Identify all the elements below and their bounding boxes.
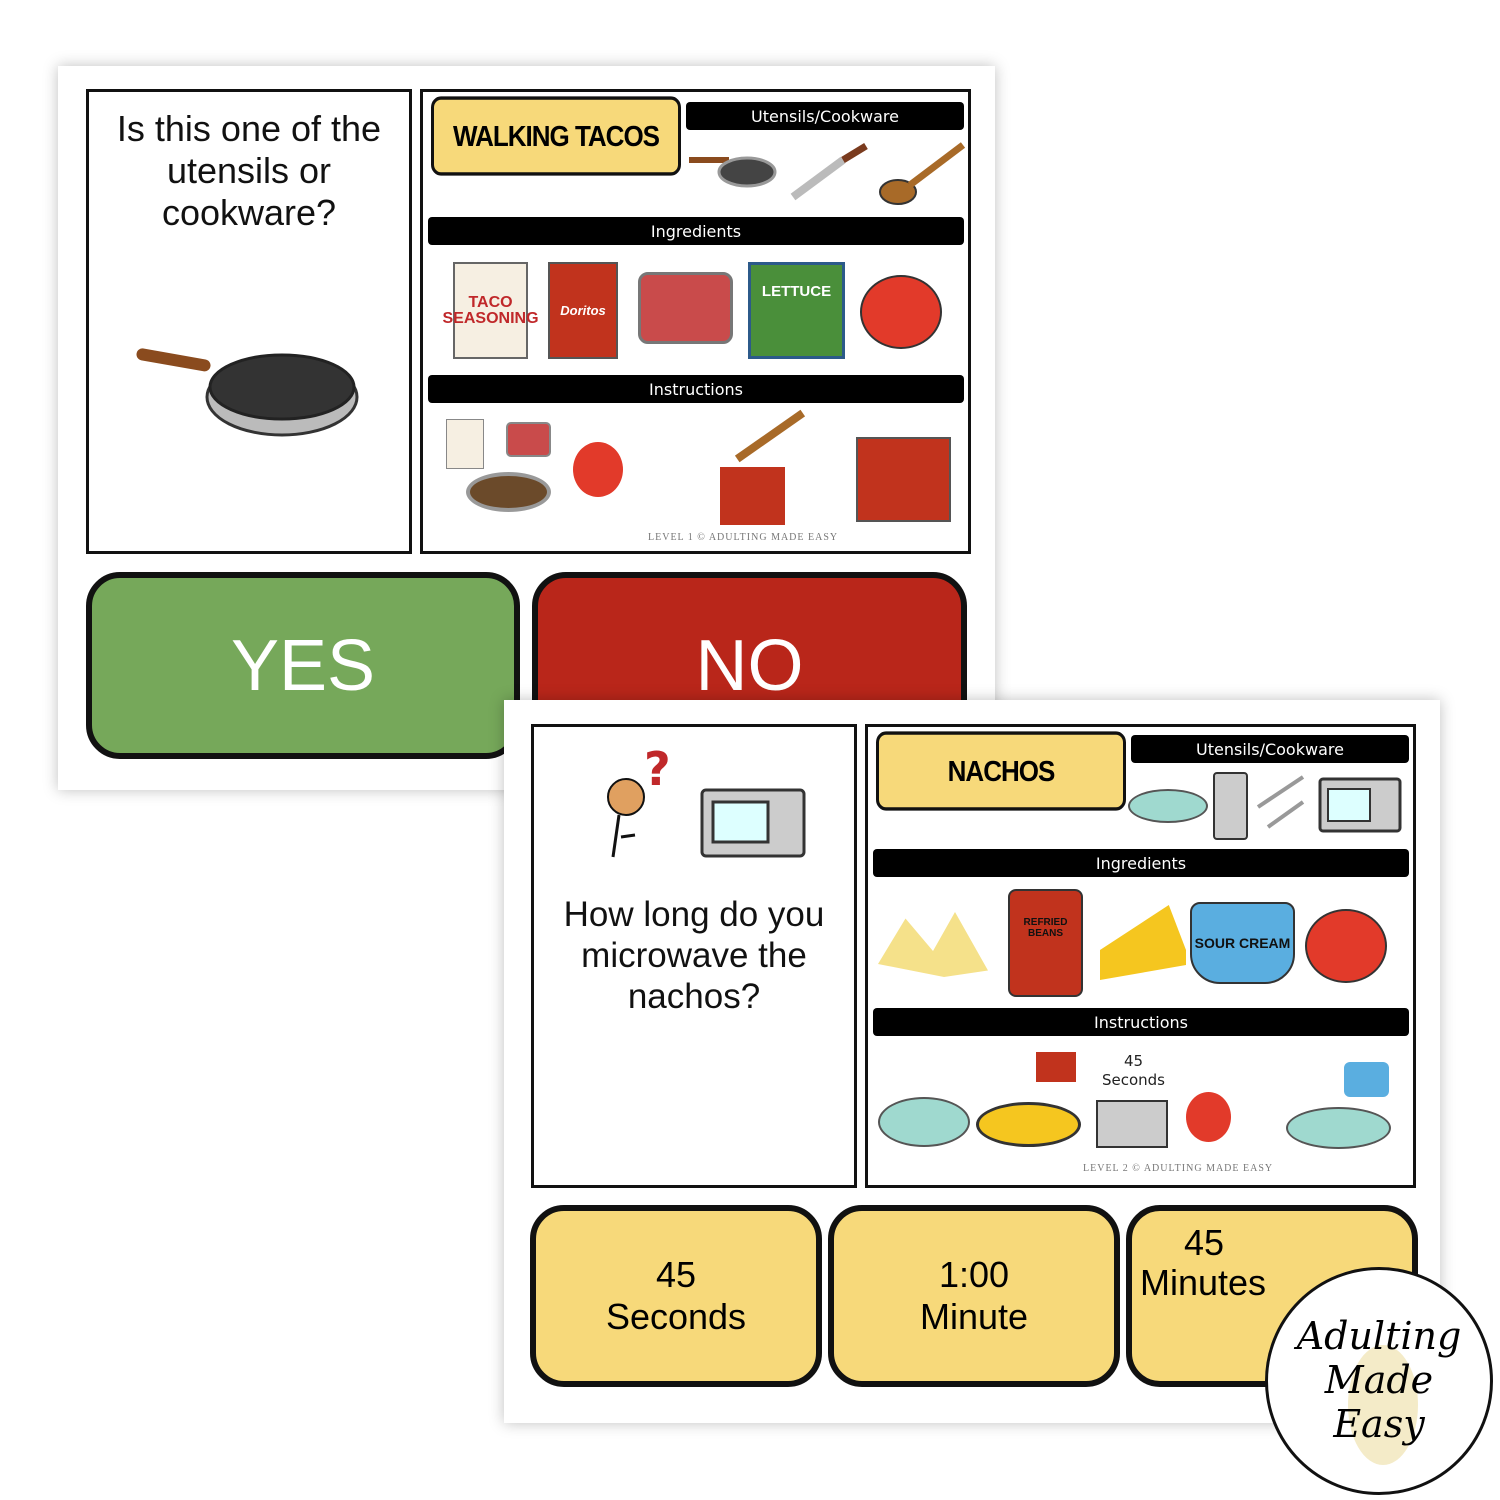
utensils-header: Utensils/Cookware [1131, 735, 1409, 763]
question-panel: Is this one of the utensils or cookware? [86, 89, 412, 554]
logo-line1: Adulting [1296, 1314, 1462, 1359]
answer-line2: Minutes [1140, 1261, 1267, 1303]
cheese-grater-icon [1213, 772, 1248, 840]
cheese-wedge-icon [1100, 905, 1186, 980]
level-footer: Level 1 © Adulting Made Easy [648, 532, 839, 543]
utensils-header: Utensils/Cookware [686, 102, 964, 130]
answer-line1: 45 [1184, 1222, 1225, 1263]
lettuce-bag-icon: LETTUCE [748, 262, 845, 359]
answer-line1: 1:00 [938, 1254, 1010, 1295]
answer-line2: Minute [919, 1296, 1029, 1337]
recipe-panel: WALKING TACOS Utensils/Cookware Ingredie… [420, 89, 971, 554]
frying-pan-icon [689, 156, 777, 188]
ingredients-header: Ingredients [873, 849, 1409, 877]
step-serve-image [856, 437, 951, 522]
answer-line2: Seconds [605, 1296, 747, 1337]
step-serve-nachos-image [1286, 1057, 1391, 1149]
sour-cream-tub-icon: SOUR CREAM [1190, 902, 1295, 984]
question-text: How long do you microwave the nachos? [563, 895, 825, 1016]
knife-icon [790, 143, 868, 201]
recipe-title: NACHOS [876, 731, 1126, 811]
nachos-card: ? How long do you microwave the nachos? … [504, 700, 1440, 1423]
yes-button[interactable]: YES [86, 572, 520, 759]
recipe-title: WALKING TACOS [431, 96, 681, 176]
step-cook-meat-image [431, 417, 556, 517]
step-add-toppings-image [976, 1042, 1081, 1150]
doritos-bag-icon: Doritos [548, 262, 618, 359]
refried-beans-can-icon: REFRIED BEANS [1008, 889, 1083, 997]
step-microwave-time: 45 Seconds [1101, 1052, 1166, 1089]
answer-line1: 45 [655, 1254, 697, 1295]
logo-line3: Easy [1333, 1401, 1425, 1446]
tortilla-chips-icon [878, 912, 988, 977]
level-footer: Level 2 © Adulting Made Easy [1083, 1163, 1274, 1174]
tomato-icon [860, 275, 942, 349]
svg-text:?: ? [644, 747, 671, 796]
question-panel: ? How long do you microwave the nachos? [531, 724, 857, 1188]
step-chips-on-plate-image [878, 1097, 970, 1147]
instructions-header: Instructions [873, 1008, 1409, 1036]
ingredients-header: Ingredients [428, 217, 964, 245]
microwave-icon [1318, 777, 1402, 833]
recipe-panel: NACHOS Utensils/Cookware Ingredients REF… [865, 724, 1416, 1188]
step-cut-tomato-image [1186, 1092, 1231, 1142]
adulting-made-easy-logo: Adulting Made Easy [1265, 1267, 1493, 1495]
tomato-icon [1305, 909, 1387, 983]
instructions-header: Instructions [428, 375, 964, 403]
taco-seasoning-icon: TACO SEASONING [443, 262, 539, 359]
pineapple-icon [1348, 1345, 1418, 1465]
wooden-spoon-icon [879, 142, 966, 205]
microwave-icon [700, 788, 806, 858]
question-text: Is this one of the utensils or cookware? [116, 108, 382, 234]
plate-icon [1128, 789, 1208, 823]
lettuce-label: LETTUCE [761, 283, 832, 300]
step-combine-image [685, 409, 825, 527]
logo-line2: Made [1324, 1358, 1434, 1403]
walking-tacos-card: Is this one of the utensils or cookware?… [58, 66, 995, 790]
knife-and-spoon-icon [1256, 775, 1305, 829]
step-microwave-image [1096, 1100, 1168, 1148]
step-cut-tomato-image [573, 442, 623, 497]
person-thinking-icon: ? [607, 747, 671, 858]
frying-pan-icon [136, 348, 359, 437]
ground-beef-icon [638, 272, 733, 344]
